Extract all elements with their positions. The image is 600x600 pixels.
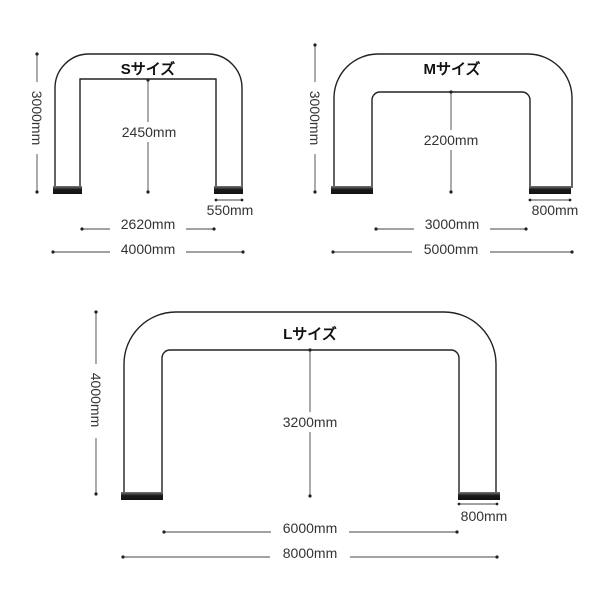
inner-width-label-m: 3000mm: [425, 216, 479, 232]
height-label-l: 4000mm: [88, 373, 104, 427]
arch-outer-s: [54, 53, 243, 188]
height-label-s: 3000mm: [29, 91, 45, 145]
diagram-title-l: Lサイズ: [283, 325, 337, 343]
inner-height-label-l: 3200mm: [283, 414, 337, 430]
outer-width-label-m: 5000mm: [424, 241, 478, 257]
foot-label-l: 800mm: [461, 508, 508, 524]
foot-label-s: 550mm: [207, 202, 254, 218]
diagram-title-m: Mサイズ: [423, 60, 480, 78]
foot-base-right-m: [529, 186, 571, 194]
foot-base-right-s: [214, 186, 243, 194]
diagram-l: Lサイズ 4000mm 3200mm 800mm 6000mm 8000mm: [87, 310, 507, 562]
outer-width-label-l: 8000mm: [283, 545, 337, 561]
foot-label-m: 800mm: [532, 202, 579, 218]
diagram-s: Sサイズ 3000mm 2450mm 550mm 2620mm 4000mm: [28, 52, 253, 258]
foot-base-right-l: [458, 492, 500, 500]
arch-outer-l: [123, 311, 497, 494]
inner-height-label-m: 2200mm: [424, 132, 478, 148]
outer-width-label-s: 4000mm: [121, 241, 175, 257]
arch-outer-m: [333, 53, 573, 188]
foot-base-left-m: [331, 186, 373, 194]
diagram-title-s: Sサイズ: [121, 60, 176, 78]
diagram-m: Mサイズ 3000mm 2200mm 800mm 3000mm 5000mm: [306, 43, 578, 258]
foot-base-left-l: [121, 492, 163, 500]
foot-base-left-s: [53, 186, 82, 194]
inner-width-label-s: 2620mm: [121, 216, 175, 232]
height-label-m: 3000mm: [307, 91, 323, 145]
inner-width-label-l: 6000mm: [283, 520, 337, 536]
inner-height-label-s: 2450mm: [122, 124, 176, 140]
